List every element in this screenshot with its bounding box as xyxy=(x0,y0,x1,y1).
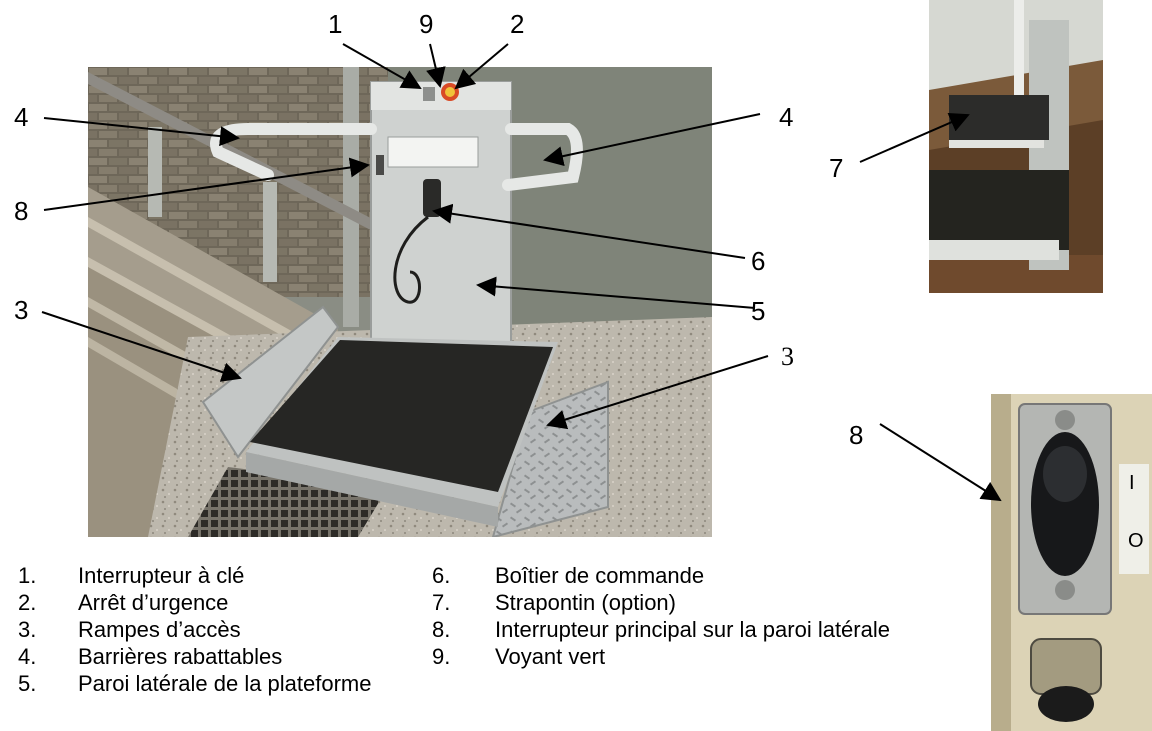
callout-emergency-stop: 2 xyxy=(510,9,525,39)
callout-key-switch: 1 xyxy=(328,9,343,39)
callout-main-switch-detail: 8 xyxy=(849,420,864,450)
callout-barrier-left: 4 xyxy=(14,102,29,132)
leader-4-right xyxy=(543,113,761,167)
callout-main-switch-left: 8 xyxy=(14,196,29,226)
leader-2 xyxy=(454,43,509,90)
leader-7 xyxy=(859,113,970,163)
callout-side-wall: 5 xyxy=(751,296,766,326)
folding-seat-photo xyxy=(929,0,1103,293)
callout-folding-seat: 7 xyxy=(829,153,844,183)
callout-control-box: 6 xyxy=(751,246,766,276)
main-switch-illustration xyxy=(991,394,1152,731)
leader-4-left xyxy=(43,117,240,147)
leader-3-right xyxy=(546,355,769,430)
main-photo-platform-lift xyxy=(88,67,712,537)
leader-6 xyxy=(432,203,746,259)
leader-8-right xyxy=(879,423,1002,502)
callout-ramp-left: 3 xyxy=(14,295,29,325)
main-switch-detail-photo: I O xyxy=(991,394,1152,731)
leader-1 xyxy=(342,43,422,89)
callout-barrier-right: 4 xyxy=(779,102,794,132)
leader-3-left xyxy=(41,311,242,382)
folding-seat-illustration xyxy=(929,0,1103,293)
switch-label-off: O xyxy=(1128,530,1144,552)
leader-8-left xyxy=(43,157,370,211)
leader-5 xyxy=(476,276,756,309)
callout-ramp-right: 3 xyxy=(781,342,794,371)
platform-lift-illustration xyxy=(88,67,712,537)
callout-green-light: 9 xyxy=(419,9,434,39)
switch-label-on: I xyxy=(1129,472,1135,494)
leader-9 xyxy=(426,43,446,88)
